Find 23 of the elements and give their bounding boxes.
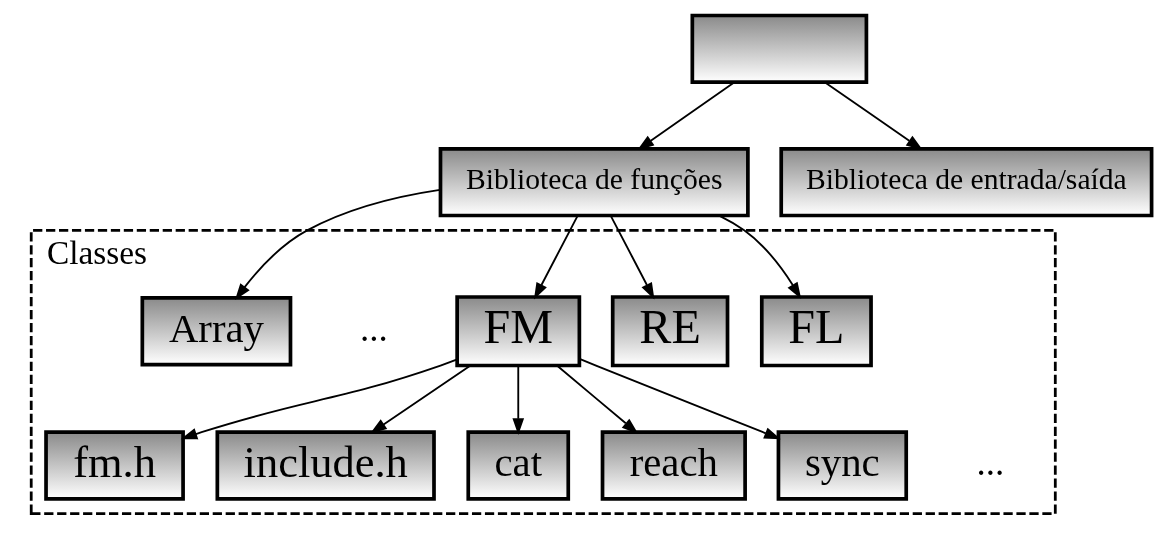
node-box: FM bbox=[455, 295, 582, 368]
arrow bbox=[533, 214, 579, 300]
label: ... bbox=[976, 441, 1005, 483]
node-box: Biblioteca de entrada/saída bbox=[779, 147, 1154, 218]
arrow bbox=[235, 188, 441, 301]
arrow bbox=[609, 214, 655, 300]
arrow bbox=[512, 365, 525, 435]
node-box: reach bbox=[600, 430, 747, 501]
node-box: sync bbox=[776, 430, 909, 501]
node-box: fm.h bbox=[44, 430, 185, 501]
arrow bbox=[556, 365, 639, 434]
arrow bbox=[579, 358, 781, 440]
arrow bbox=[180, 358, 458, 440]
node-box: cat bbox=[466, 430, 571, 501]
arrow bbox=[370, 364, 472, 434]
node-box bbox=[690, 13, 869, 85]
label: ... bbox=[359, 307, 388, 349]
node-box: FL bbox=[759, 295, 873, 368]
node-box: RE bbox=[610, 295, 730, 368]
arrow bbox=[718, 214, 802, 299]
node-box: Biblioteca de funções bbox=[438, 147, 750, 218]
node-box: Array bbox=[140, 296, 293, 367]
node-box: include.h bbox=[215, 430, 436, 501]
